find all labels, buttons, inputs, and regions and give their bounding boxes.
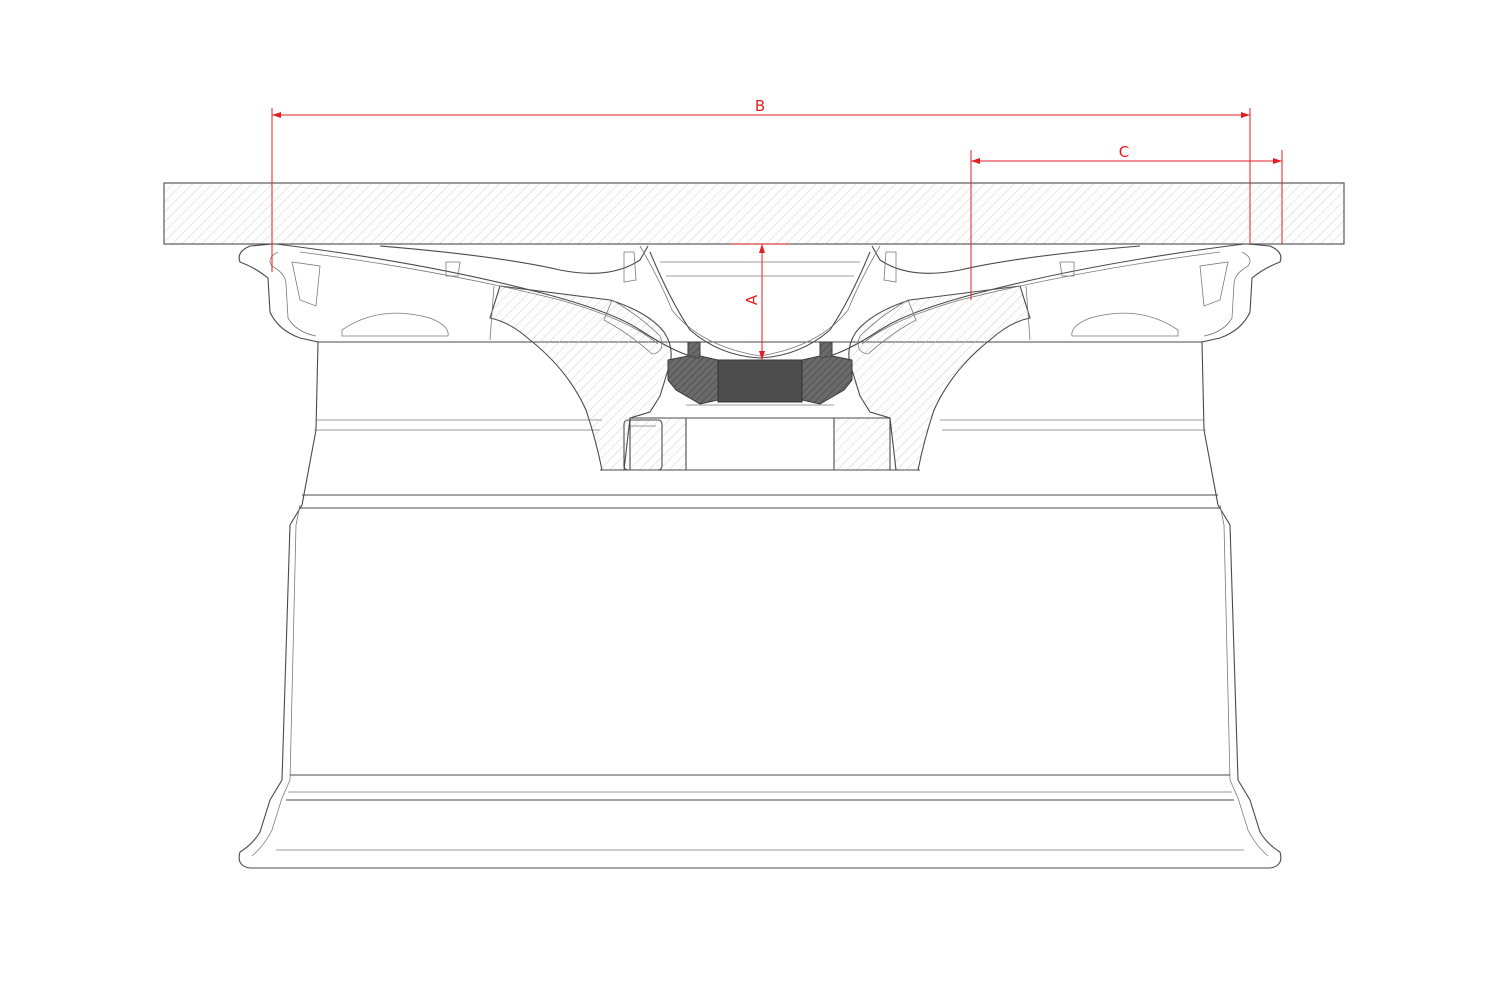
- hub-section: [600, 394, 920, 471]
- spoke-section-right: [848, 285, 1031, 471]
- dimension-c: [970, 150, 1283, 300]
- dimension-label-c: C: [1119, 143, 1129, 161]
- spoke-section-left: [489, 285, 672, 471]
- rim-barrel: [238, 243, 1282, 869]
- dimension-a: [730, 243, 790, 360]
- center-bore-insert: [667, 341, 853, 405]
- mounting-plate: [163, 182, 1345, 245]
- spoke-outlines: [275, 243, 1245, 359]
- dimension-label-b: B: [755, 97, 765, 115]
- dimension-b: [271, 108, 1251, 272]
- dimension-label-a: A: [743, 294, 761, 305]
